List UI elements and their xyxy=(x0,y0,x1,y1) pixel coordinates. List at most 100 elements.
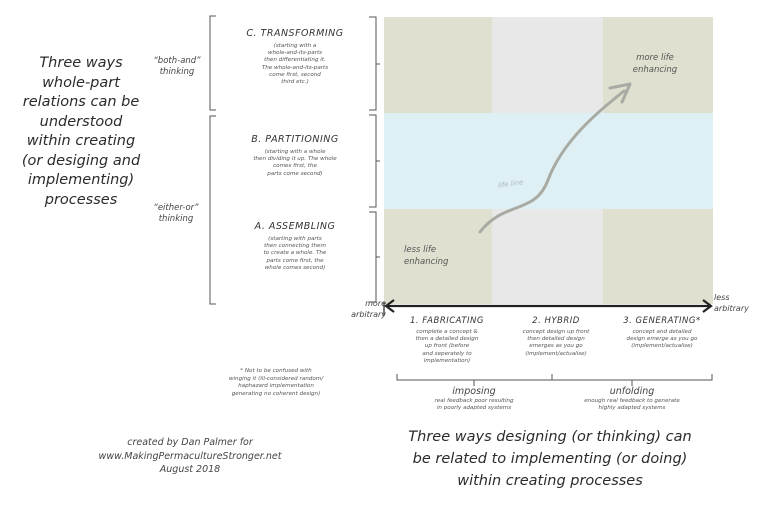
note-line: implementation) xyxy=(423,357,471,364)
bracket-imposing xyxy=(396,374,553,381)
brace-either-or xyxy=(209,115,216,305)
grid-band xyxy=(384,113,713,209)
credits-line: www.MakingPermacultureStronger.net xyxy=(98,450,282,462)
note-line: concept and detailed xyxy=(632,329,692,335)
bottom-title-line: Three ways designing (or thinking) can xyxy=(408,429,692,445)
note-line: and seperately to xyxy=(422,350,472,357)
grid-cell xyxy=(603,17,713,113)
note-line: emerges as you go xyxy=(529,343,583,350)
brace-transforming xyxy=(369,16,380,111)
life-line-label: life line xyxy=(498,178,524,189)
left-title-line: understood xyxy=(39,113,123,130)
left-title: Three ways whole-part relations can be u… xyxy=(6,54,156,210)
note-line: concept design up front xyxy=(522,329,590,335)
note-line: (implement/actualise) xyxy=(631,343,693,350)
note-line: real feedback poor resulting xyxy=(434,398,514,404)
approach-assembling: A. ASSEMBLING (starting with parts then … xyxy=(230,221,360,272)
credits-line: August 2018 xyxy=(159,464,221,475)
note-line: whole-and-its-parts xyxy=(267,50,323,57)
grid-cell xyxy=(603,209,713,304)
note-line: parts come second) xyxy=(267,170,323,177)
left-title-line: Three ways xyxy=(39,55,123,71)
note-line: design emerge as you go xyxy=(626,336,698,343)
credits: created by Dan Palmer for www.MakingPerm… xyxy=(70,436,310,477)
brace-partitioning xyxy=(369,114,380,208)
approach-note: (starting with a whole-and-its-parts the… xyxy=(230,43,360,86)
approach-partitioning: B. PARTITIONING (starting with a whole t… xyxy=(230,134,360,178)
brace-assembling xyxy=(369,211,380,303)
note-line: in poorly adapted systems xyxy=(436,405,512,412)
note-line: The whole-and-its-parts xyxy=(261,64,329,71)
note-line: then dividing it up. The whole xyxy=(253,156,337,163)
note-line: up front (before xyxy=(424,343,470,350)
note-line: parts come first, the xyxy=(266,257,324,264)
method-title-text: 3. GENERATING xyxy=(623,316,696,326)
axis-label-less-arbitrary: less arbitrary xyxy=(714,292,762,314)
bottom-title: Three ways designing (or thinking) can b… xyxy=(360,426,740,492)
footnote-line: * Not to be confused with xyxy=(240,368,312,374)
footnote: * Not to be confused with winging it (il… xyxy=(212,368,340,398)
note-line: enough real feedback to generate xyxy=(584,398,680,404)
label-line: more xyxy=(365,299,386,308)
group-note: real feedback poor resulting in poorly a… xyxy=(414,398,534,412)
axis-arrow-left xyxy=(384,299,395,313)
note-line: whole comes second) xyxy=(264,264,326,271)
group-imposing: imposing real feedback poor resulting in… xyxy=(414,386,534,412)
footnote-line: generating no coherent design) xyxy=(231,390,321,397)
left-title-line: whole-part xyxy=(42,74,120,91)
approach-note: (starting with parts then connecting the… xyxy=(230,236,360,272)
note-line: to create a whole. The xyxy=(263,250,327,257)
group-note: enough real feedback to generate highly … xyxy=(568,398,696,412)
label-line: less life xyxy=(404,245,437,255)
axis-label-more-arbitrary: more arbitrary xyxy=(340,298,386,320)
method-hybrid: 2. HYBRID concept design up front then d… xyxy=(506,316,606,358)
approach-note: (starting with a whole then dividing it … xyxy=(230,149,360,178)
note-line: (starting with a whole xyxy=(264,149,326,155)
left-title-line: relations can be xyxy=(22,94,140,110)
note-line: then connecting them xyxy=(264,243,326,250)
label-line: less xyxy=(714,293,730,302)
approach-transforming: C. TRANSFORMING (starting with a whole-a… xyxy=(230,28,360,86)
approach-title: B. PARTITIONING xyxy=(251,134,339,145)
left-title-line: (or desiging and xyxy=(21,152,141,169)
credits-line: created by Dan Palmer for xyxy=(127,437,253,448)
footnote-line: haphazard implementation xyxy=(238,383,314,390)
group-label: imposing xyxy=(452,386,496,397)
less-life-enhancing-label: less life enhancing xyxy=(404,244,474,268)
label-line: enhancing xyxy=(632,65,678,75)
bottom-title-line: within creating processes xyxy=(457,473,643,489)
note-line: then differentiating it. xyxy=(264,57,326,64)
group-label: unfolding xyxy=(609,386,655,397)
label-line: enhancing xyxy=(404,257,449,267)
more-life-enhancing-label: more life enhancing xyxy=(620,52,690,76)
note-line: then a detailed design xyxy=(415,336,479,343)
label-line: arbitrary xyxy=(351,310,386,319)
method-title: 3. GENERATING* xyxy=(608,316,716,326)
approach-title: A. ASSEMBLING xyxy=(254,221,336,232)
note-line: then detailed design xyxy=(527,336,585,343)
approach-title: C. TRANSFORMING xyxy=(246,28,344,39)
grid-cell xyxy=(492,17,603,113)
both-and-thinking-label: “both-and” thinking xyxy=(153,56,201,77)
life-line xyxy=(478,89,626,234)
bracket-unfolding xyxy=(552,374,713,381)
brace-both-and xyxy=(209,15,216,111)
method-generating: 3. GENERATING* concept and detailed desi… xyxy=(608,316,716,351)
left-title-line: implementing) xyxy=(27,172,135,188)
method-fabricating: 1. FABRICATING complete a concept & then… xyxy=(392,316,502,365)
grid-cell xyxy=(492,209,603,304)
life-line-arrowhead xyxy=(608,82,632,104)
method-note: complete a concept & then a detailed des… xyxy=(392,329,502,365)
label-line: arbitrary xyxy=(714,304,749,313)
method-title: 1. FABRICATING xyxy=(409,316,485,326)
grid-cell xyxy=(384,17,492,113)
grid-cell xyxy=(384,209,492,304)
group-unfolding: unfolding enough real feedback to genera… xyxy=(568,386,696,412)
left-title-line: processes xyxy=(44,191,118,208)
method-note: concept and detailed design emerge as yo… xyxy=(608,329,716,351)
note-line: third etc.) xyxy=(281,79,309,86)
note-line: (starting with parts xyxy=(268,236,322,242)
note-line: (starting with a xyxy=(273,43,317,49)
note-line: comes first, the xyxy=(273,163,317,170)
